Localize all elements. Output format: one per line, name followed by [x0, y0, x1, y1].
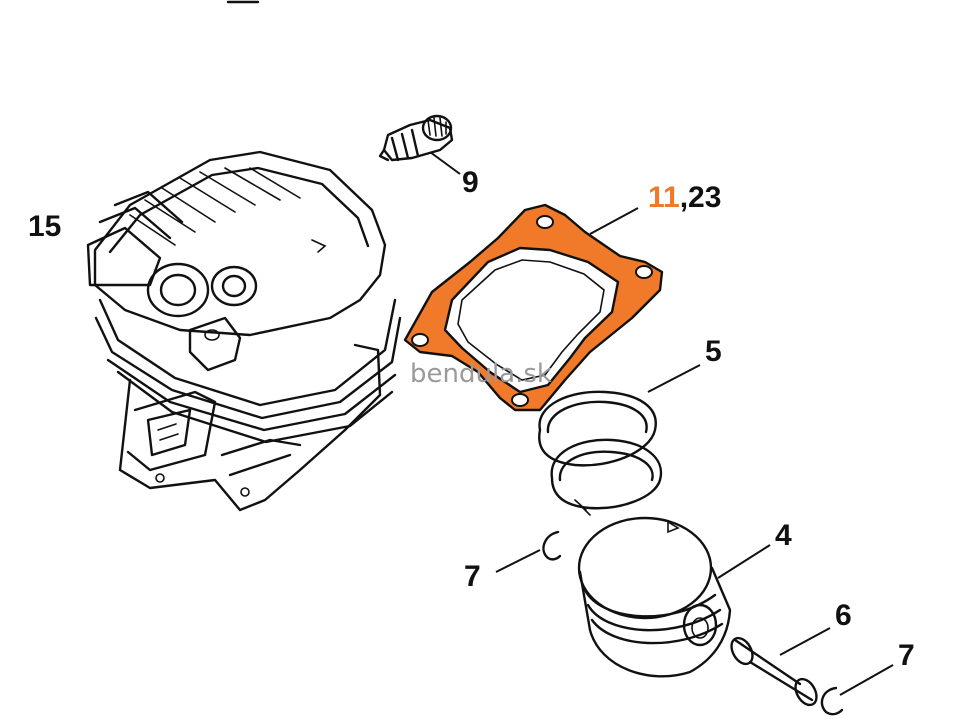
circlip-left-part — [542, 530, 562, 561]
leader-line-9 — [429, 151, 461, 175]
cylinder-part — [86, 150, 402, 512]
circlip-right-part — [820, 686, 844, 716]
piston-part — [577, 516, 732, 678]
decompression-valve-part — [378, 114, 454, 162]
callout-7-right: 7 — [898, 639, 915, 672]
callout-9: 9 — [462, 166, 479, 199]
leader-line-5 — [647, 364, 701, 393]
leader-line-6 — [779, 627, 831, 656]
leader-line-7-left — [495, 549, 541, 573]
callout-7-left: 7 — [464, 560, 481, 593]
leader-line-4 — [717, 544, 771, 579]
watermark-text: bendula.sk — [410, 359, 552, 389]
callout-15: 15 — [28, 210, 61, 243]
callout-6: 6 — [835, 599, 852, 632]
callout-5: 5 — [705, 335, 722, 368]
callout-11-highlight: 11 — [648, 181, 680, 214]
cylinder-gasket-part — [403, 203, 664, 412]
leader-line-11-23 — [589, 207, 639, 235]
piston-rings-part — [538, 390, 663, 516]
leader-line-7-right — [839, 664, 894, 696]
callout-4: 4 — [775, 519, 792, 552]
piston-pin-part — [730, 636, 818, 707]
callout-11-23: 11,23 — [648, 181, 721, 214]
callout-23: ,23 — [680, 181, 722, 214]
